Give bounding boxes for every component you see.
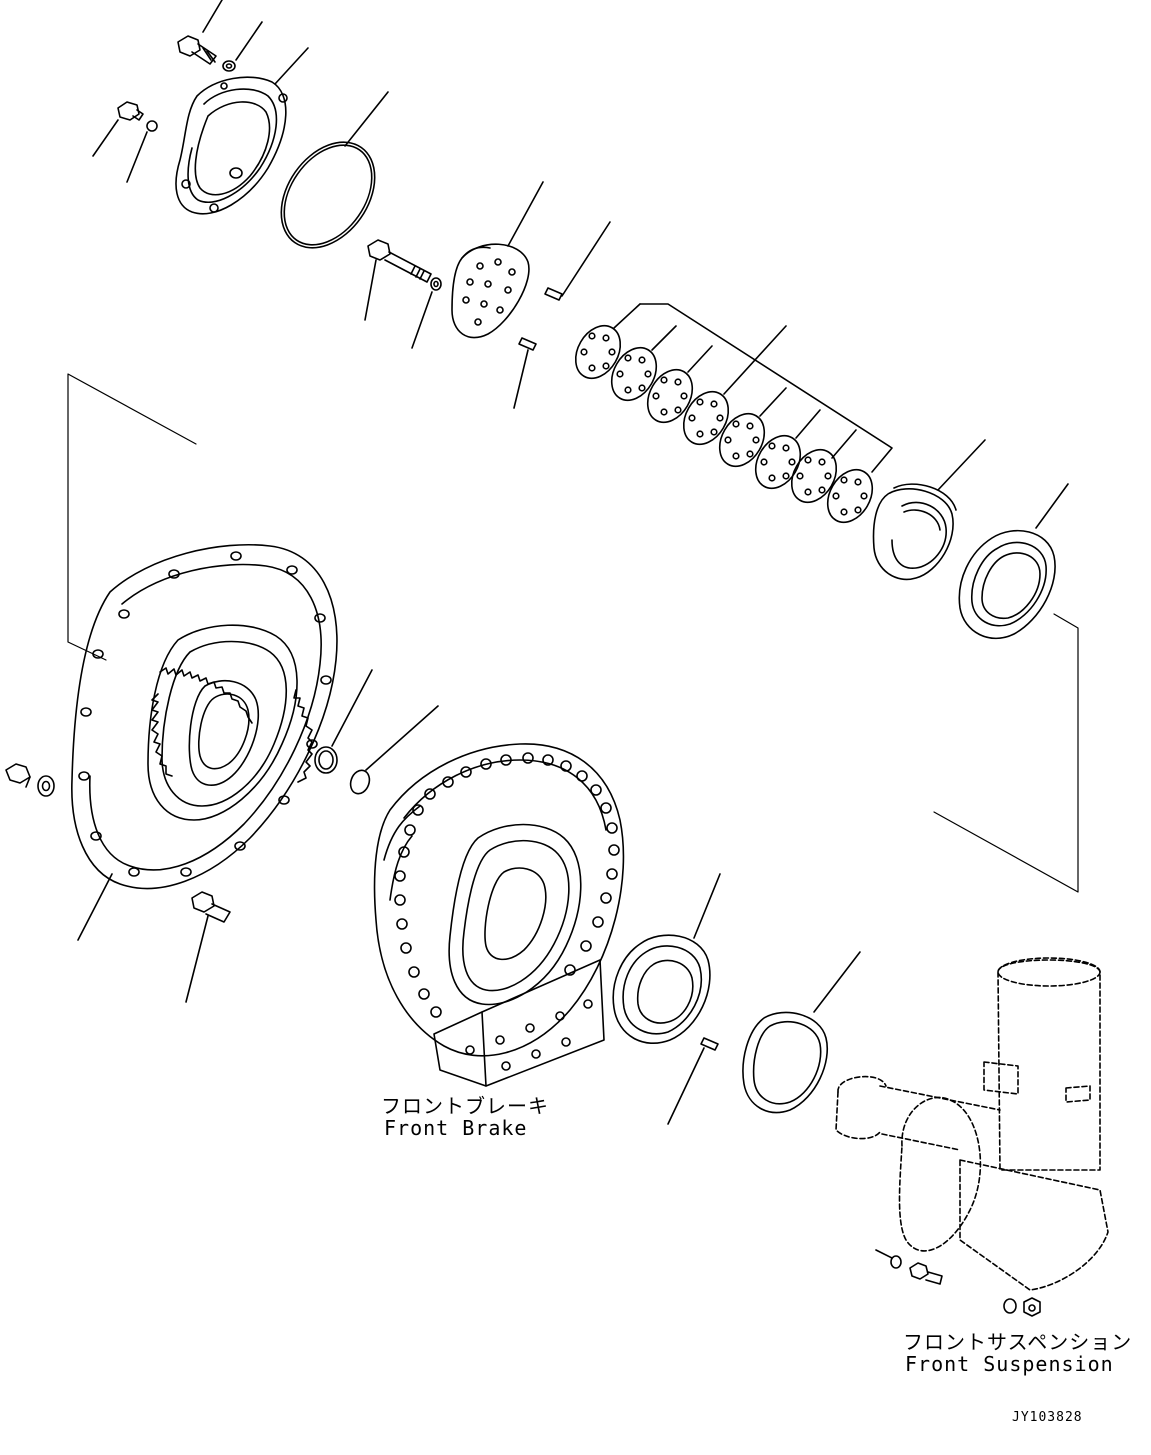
brake-disc-stack <box>567 304 892 530</box>
brake-disc <box>711 406 774 474</box>
brake-disc <box>783 442 846 510</box>
long-bolt <box>365 240 431 320</box>
front-suspension-assembly <box>836 958 1108 1290</box>
brake-disc <box>567 318 630 386</box>
drain-plug <box>93 102 143 156</box>
small-seal <box>315 670 372 773</box>
long-bolt-washer <box>412 278 441 348</box>
front-brake-jp-label: フロントブレーキ <box>381 1094 549 1118</box>
brake-disc <box>675 384 738 452</box>
front-suspension-en-label: Front Suspension <box>905 1352 1114 1376</box>
suspension-nut-washer <box>1004 1298 1040 1316</box>
brake-housing <box>72 545 337 940</box>
suspension-washer <box>876 1250 901 1268</box>
brake-cover <box>176 48 308 214</box>
brake-disc <box>819 462 882 530</box>
outer-bearing <box>959 484 1068 638</box>
housing-nut <box>6 764 30 787</box>
cover-washer <box>223 22 262 71</box>
plug-o-ring <box>127 121 157 182</box>
brake-disc <box>639 362 702 430</box>
dowel-pin-upper <box>545 222 610 300</box>
inner-dowel-pin <box>668 1038 718 1124</box>
assembly-guide-lines <box>68 374 1078 892</box>
brake-disc <box>747 428 810 496</box>
dowel-pin-lower <box>514 338 536 408</box>
front-brake-en-label: Front Brake <box>384 1116 528 1140</box>
inner-retainer <box>743 952 860 1112</box>
housing-washer <box>38 776 54 796</box>
bearing-retainer <box>874 440 985 579</box>
pressure-plate <box>452 182 543 338</box>
small-o-ring <box>347 706 438 796</box>
housing-bolt <box>186 892 230 1002</box>
inner-bearing <box>613 874 720 1043</box>
front-suspension-jp-label: フロントサスペンション <box>903 1330 1133 1354</box>
front-brake-assembly <box>375 744 624 1086</box>
drawing-code: JY103828 <box>1012 1410 1083 1425</box>
brake-bolt-heads <box>395 753 619 1017</box>
cover-o-ring <box>262 92 394 265</box>
cover-bolt <box>178 0 222 64</box>
brake-disc <box>603 340 666 408</box>
suspension-bolt <box>910 1263 942 1284</box>
